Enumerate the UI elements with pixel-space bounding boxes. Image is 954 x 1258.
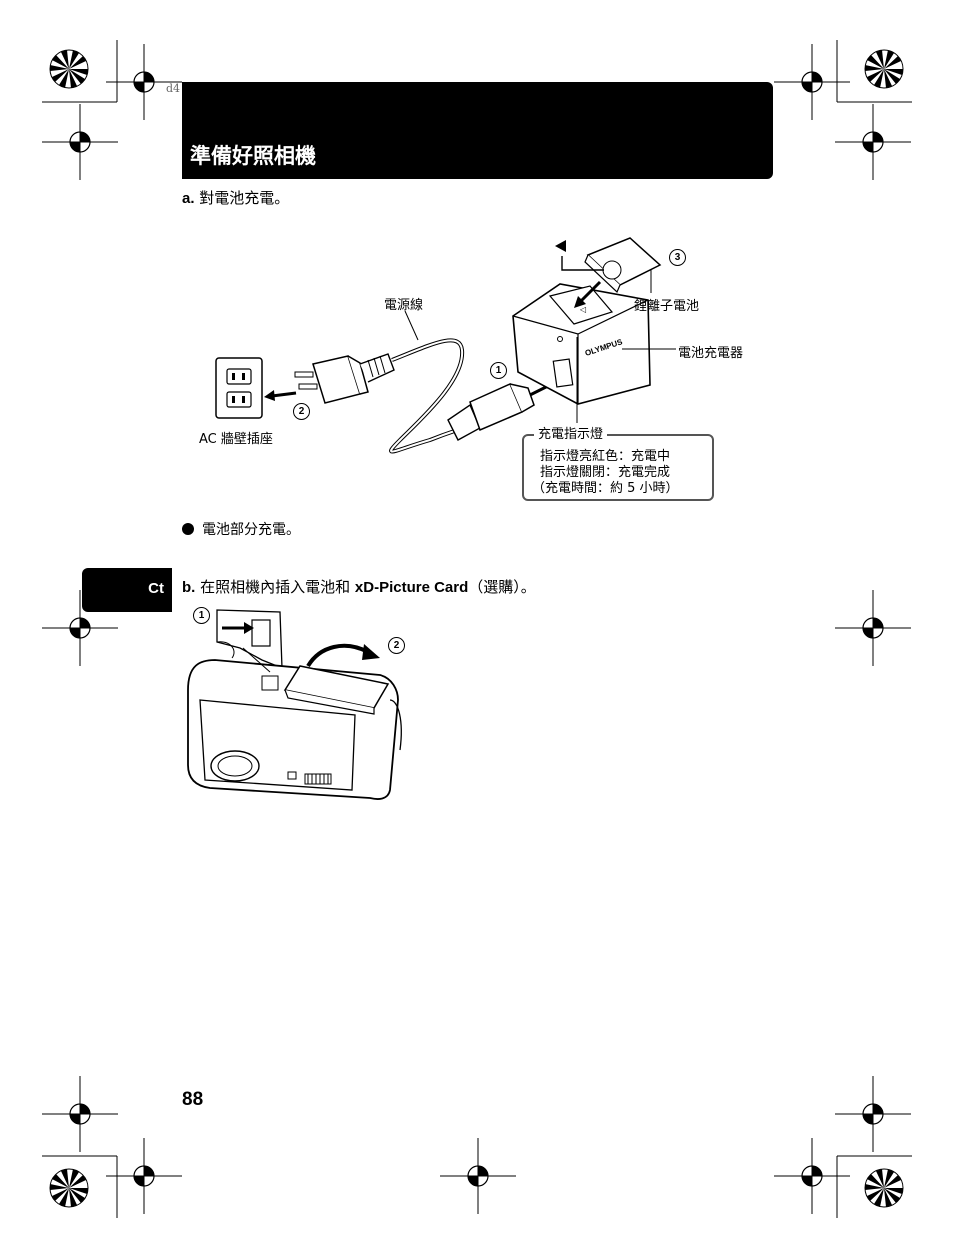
battery-label: 鋰離子電池 xyxy=(634,299,700,314)
step-number-3: 3 xyxy=(669,249,686,266)
power-cord-label: 電源線 xyxy=(384,298,424,313)
step-number-1: 1 xyxy=(490,362,507,379)
battery-latch-inset xyxy=(216,609,283,669)
page-title: 準備好照相機 xyxy=(190,144,316,168)
section-b-label: b. xyxy=(182,579,196,596)
indicator-line-1: 指示燈亮紅色：充電中 xyxy=(540,449,671,464)
section-b-text-prefix: 在照相機內插入電池和 xyxy=(200,578,355,596)
indicator-line-3: （充電時間：約 5 小時） xyxy=(532,481,679,496)
charging-diagram: ◁ OLYMPUS xyxy=(215,237,676,454)
charger-label: 電池充電器 xyxy=(678,346,744,361)
outlet-label: AC 牆壁插座 xyxy=(199,432,273,447)
section-a-heading: a. 對電池充電。 xyxy=(182,187,289,208)
svg-text:◁: ◁ xyxy=(579,305,586,314)
step-number-2: 2 xyxy=(293,403,310,420)
step-b-number-1: 1 xyxy=(193,607,210,624)
section-b-heading: b. 在照相機內插入電池和 xD-Picture Card（選購）。 xyxy=(182,576,536,597)
bullet-note: 電池部分充電。 xyxy=(182,519,300,539)
charger-connector-illustration xyxy=(447,383,535,441)
indicator-callout-title: 充電指示燈 xyxy=(534,423,608,442)
page-number: 88 xyxy=(182,1089,204,1110)
indicator-callout-box: 指示燈亮紅色：充電中 指示燈關閉：充電完成 （充電時間：約 5 小時） xyxy=(522,434,714,501)
li-ion-battery-illustration xyxy=(555,237,662,294)
camera-body-illustration xyxy=(187,647,402,800)
file-id: d4 xyxy=(166,82,181,95)
language-tab: Ct xyxy=(82,568,172,612)
bullet-dot-icon xyxy=(182,523,194,535)
section-b-text-bold: xD-Picture Card xyxy=(354,579,469,596)
power-plug-illustration xyxy=(294,353,395,404)
camera-diagram xyxy=(187,609,402,800)
step-b-number-2: 2 xyxy=(388,637,405,654)
bullet-note-text: 電池部分充電。 xyxy=(202,522,300,538)
section-b-text-suffix: （選購）。 xyxy=(468,578,536,596)
indicator-line-2: 指示燈關閉：充電完成 xyxy=(540,465,671,480)
wall-outlet-illustration xyxy=(215,357,263,419)
section-a-label: a. xyxy=(182,190,195,207)
language-tab-label: Ct xyxy=(148,580,164,597)
section-a-text: 對電池充電。 xyxy=(199,189,290,207)
title-banner xyxy=(182,82,773,179)
